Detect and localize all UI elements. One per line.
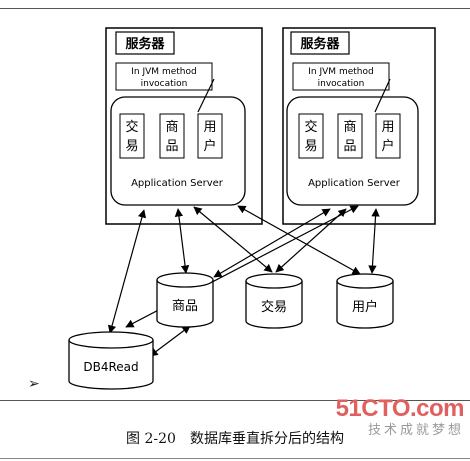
- db-trade: 交易: [245, 273, 303, 329]
- server-1-invocation-line-1: In JVM method: [131, 67, 196, 77]
- watermark: 51CTO.com 技术成就梦想: [335, 395, 465, 438]
- figure-caption: 图 2-20 数据库垂直拆分后的结构: [0, 428, 470, 448]
- figure-number: 图 2-20: [126, 431, 176, 447]
- db-db4read-label: DB4Read: [83, 360, 138, 374]
- server-1-title-box: [115, 31, 175, 55]
- db-goods: 商品: [156, 272, 214, 328]
- server-1-module-user-char-2: 户: [203, 138, 216, 154]
- arrow-s1-to-db4read: [107, 209, 147, 334]
- server-2-title: 服务器: [300, 36, 340, 52]
- server-2-invocation-line-2: invocation: [318, 79, 365, 89]
- server-1-app-server-label: Application Server: [131, 178, 224, 189]
- server-1-module-goods-char-1: 商: [165, 120, 178, 135]
- db-db4read: DB4Read: [68, 331, 154, 390]
- server-1-module-trade-char-2: 易: [125, 139, 138, 154]
- arrow-s2-to-trade: [275, 208, 347, 273]
- server-2-module-user-char-1: 用: [381, 120, 394, 135]
- server-2-module-user-char-2: 户: [381, 138, 394, 154]
- server-2-module-goods-char-1: 商: [343, 120, 356, 135]
- divider: [0, 400, 470, 401]
- arrow-db4read-to-goods: [149, 325, 191, 357]
- db-user: 用户: [336, 273, 394, 329]
- server-1-module-user-box: [197, 113, 223, 159]
- server-1-module-trade-char-1: 交: [125, 119, 138, 135]
- server-1-title: 服务器: [125, 36, 165, 52]
- watermark-slogan: 技术成就梦想: [367, 423, 464, 438]
- server-2-invocation-connector: [374, 78, 391, 113]
- server-1-invocation-box: [115, 62, 213, 91]
- server-2-module-trade-char-1: 交: [304, 119, 317, 135]
- server-2-module-goods-box: [337, 113, 363, 159]
- server-2-app-server-label: Application Server: [308, 178, 401, 189]
- server-2-invocation-box: [292, 62, 390, 91]
- server-2-invocation-line-1: In JVM method: [308, 67, 373, 77]
- server-1-module-trade-box: [119, 113, 145, 159]
- server-2-module-goods-char-2: 品: [343, 139, 356, 154]
- server-2-module-user-box: [375, 113, 401, 159]
- server-2-title-box: [290, 31, 350, 55]
- server-1-invocation-line-2: invocation: [141, 79, 188, 89]
- server-2: 服务器 In JVM method invocation 交 易 商 品 用 户…: [282, 27, 436, 225]
- watermark-logo: 51CTO.com: [335, 395, 465, 422]
- connection-arrows: [107, 205, 380, 357]
- server-2-module-trade-char-2: 易: [304, 139, 317, 154]
- bullet-pointer-icon: ➢: [28, 376, 40, 392]
- db-trade-label: 交易: [261, 299, 287, 315]
- server-1-module-user-char-1: 用: [203, 120, 216, 135]
- bottom-rule: [0, 458, 470, 459]
- server-1-invocation-connector: [197, 78, 215, 113]
- server-1-module-goods-box: [159, 113, 185, 159]
- db-user-label: 用户: [352, 299, 378, 315]
- server-1-module-goods-char-2: 品: [165, 139, 178, 154]
- figure-title: 数据库垂直拆分后的结构: [189, 431, 344, 447]
- top-rule: [0, 8, 470, 9]
- arrow-s2-to-user: [368, 208, 380, 274]
- server-1: 服务器 In JVM method invocation 交 易 商 品 用 户…: [105, 27, 263, 225]
- server-2-module-trade-box: [298, 113, 324, 159]
- db-goods-label: 商品: [172, 299, 198, 314]
